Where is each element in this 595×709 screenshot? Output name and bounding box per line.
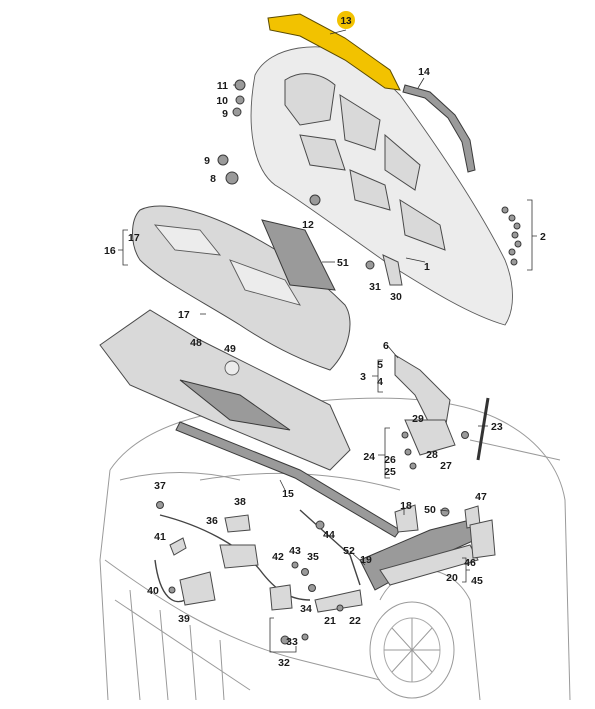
callout-24: 24 [363, 451, 375, 463]
callout-46: 46 [464, 557, 476, 569]
callout-11: 11 [217, 80, 228, 92]
release-cables-latch [154, 501, 496, 645]
callout-18: 18 [400, 500, 412, 512]
callout-25: 25 [384, 466, 396, 478]
callout-26: 26 [384, 454, 396, 466]
fastener-bolts [217, 79, 403, 286]
callout-41: 41 [154, 531, 166, 543]
callout-17-upper: 17 [128, 232, 140, 244]
callout-labels: 13 14 11 10 9 9 8 12 2 16 17 51 1 31 30 … [104, 11, 546, 669]
callout-4: 4 [377, 376, 383, 388]
callout-44: 44 [323, 529, 335, 541]
part-15-seal [175, 421, 401, 538]
callout-35: 35 [307, 551, 319, 563]
callout-43: 43 [289, 545, 301, 557]
callout-51: 51 [337, 257, 349, 269]
callout-19: 19 [360, 554, 372, 566]
hinge-assembly [394, 354, 490, 470]
callout-13-highlight [337, 11, 355, 29]
callout-49: 49 [224, 343, 236, 355]
hood-panel [250, 46, 513, 326]
callout-45: 45 [471, 575, 483, 587]
callout-48: 48 [190, 337, 202, 349]
callout-52: 52 [343, 545, 355, 557]
callout-30: 30 [390, 291, 402, 303]
callout-14: 14 [418, 66, 430, 78]
callout-13: 13 [340, 16, 352, 27]
callout-31: 31 [369, 281, 381, 293]
callout-32: 32 [278, 657, 290, 669]
callout-20: 20 [446, 572, 458, 584]
callout-36: 36 [206, 515, 218, 527]
callout-16: 16 [104, 245, 116, 257]
callout-1: 1 [424, 261, 430, 273]
callout-39: 39 [178, 613, 190, 625]
callout-22: 22 [349, 615, 361, 627]
hood-insulation-mat [132, 205, 351, 371]
callout-9-lower: 9 [204, 155, 210, 167]
callout-21: 21 [324, 615, 336, 627]
leader-lines [200, 29, 488, 566]
callout-28: 28 [426, 449, 438, 461]
callout-42: 42 [272, 551, 284, 563]
callout-27: 27 [440, 460, 452, 472]
callout-47: 47 [475, 491, 487, 503]
callout-2: 2 [540, 231, 546, 243]
grouping-brackets [118, 199, 537, 653]
callout-6: 6 [383, 340, 389, 352]
callout-5: 5 [377, 359, 383, 371]
callout-33: 33 [286, 636, 298, 648]
callout-37: 37 [154, 480, 166, 492]
part-14-seal-strip [402, 84, 476, 173]
callout-38: 38 [234, 496, 246, 508]
part-13-highlighted-seal [267, 13, 401, 91]
callout-15: 15 [282, 488, 294, 500]
callout-12: 12 [302, 219, 314, 231]
part-51-pad [261, 219, 336, 291]
callout-34: 34 [300, 603, 312, 615]
callout-8: 8 [210, 173, 216, 185]
callout-23: 23 [491, 421, 503, 433]
clips-set [501, 206, 522, 266]
callout-50: 50 [424, 504, 436, 516]
callout-29: 29 [412, 413, 424, 425]
callout-40: 40 [147, 585, 159, 597]
callout-3: 3 [360, 371, 366, 383]
callout-10: 10 [216, 95, 228, 107]
callout-17-lower: 17 [178, 309, 190, 321]
cowl-panel [99, 309, 351, 471]
callout-9-upper: 9 [222, 108, 228, 120]
